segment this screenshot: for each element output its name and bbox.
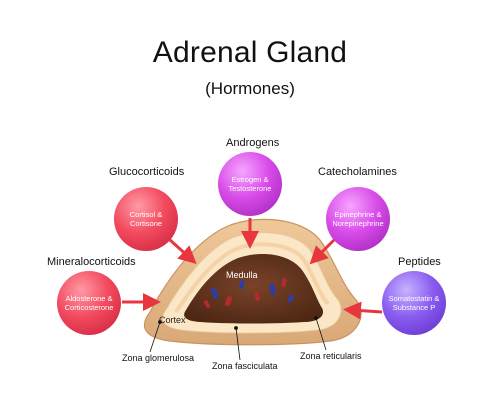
label-zona-glomerulosa: Zona glomerulosa (122, 353, 195, 363)
label-peptides: Peptides (398, 256, 441, 268)
vessels (204, 278, 294, 308)
page-title: Adrenal Gland (152, 36, 348, 69)
label-mineralocorticoids: Mineralocorticoids (47, 256, 136, 268)
label-androgens: Androgens (226, 137, 280, 149)
page-subtitle: (Hormones) (205, 79, 295, 98)
label-zona-reticularis: Zona reticularis (300, 351, 362, 361)
gland-medulla (184, 254, 324, 324)
label-zona-fasciculata: Zona fasciculata (212, 361, 278, 371)
bubble-glucocorticoids: Cortisol & Cortisone (114, 187, 178, 251)
bubble-mineralocorticoids: Aldosterone & Corticosterone (57, 271, 121, 335)
bubble-peptides: Somatostatin & Substance P (382, 271, 446, 335)
bubble-androgens: Estrogen & Testosterone (218, 152, 282, 216)
label-medulla: Medulla (226, 270, 258, 280)
zone-pointers (149, 316, 327, 361)
bubble-catecholamines: Epinephrine & Norepinephrine (326, 187, 390, 251)
arrows (122, 218, 383, 320)
label-glucocorticoids: Glucocorticoids (109, 166, 185, 178)
label-catecholamines: Catecholamines (318, 166, 397, 178)
label-cortex: Cortex (159, 315, 186, 325)
